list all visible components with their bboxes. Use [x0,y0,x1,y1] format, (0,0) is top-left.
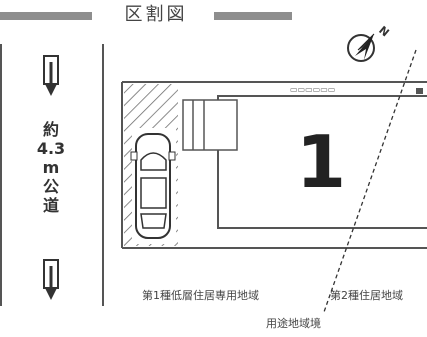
road-label-line: 4.3 [36,139,66,158]
car-icon [130,133,176,239]
north-compass-icon: N [347,24,392,62]
road-label-line: 公 [42,177,59,196]
zone-boundary-line [323,49,417,313]
lot-number: 1 [296,120,347,204]
zone-label-left: 第1種低層住居専用地域 [142,289,259,302]
zone-boundary-label: 用途地域境 [266,317,321,330]
house-outline [217,95,427,229]
title-bar-left [0,12,92,20]
entrance-porch [182,99,238,151]
road-label-line: 約 [42,120,59,139]
road-width-label: 約 4.3 m 公 道 [30,120,72,215]
road-label-line: 道 [42,196,59,215]
utility-fixture [416,88,423,94]
zone-label-right: 第2種住居地域 [330,289,403,302]
meter-label: ▭▭▭▭▭▭ [290,85,336,94]
road-edge-left [0,44,2,306]
title-bar-right [214,12,292,20]
diagram-title: 区割図 [124,4,188,25]
road-label-line: m [42,158,60,177]
down-arrow-icon [43,259,59,300]
road-edge-right [102,44,104,306]
down-arrow-icon [43,55,59,96]
